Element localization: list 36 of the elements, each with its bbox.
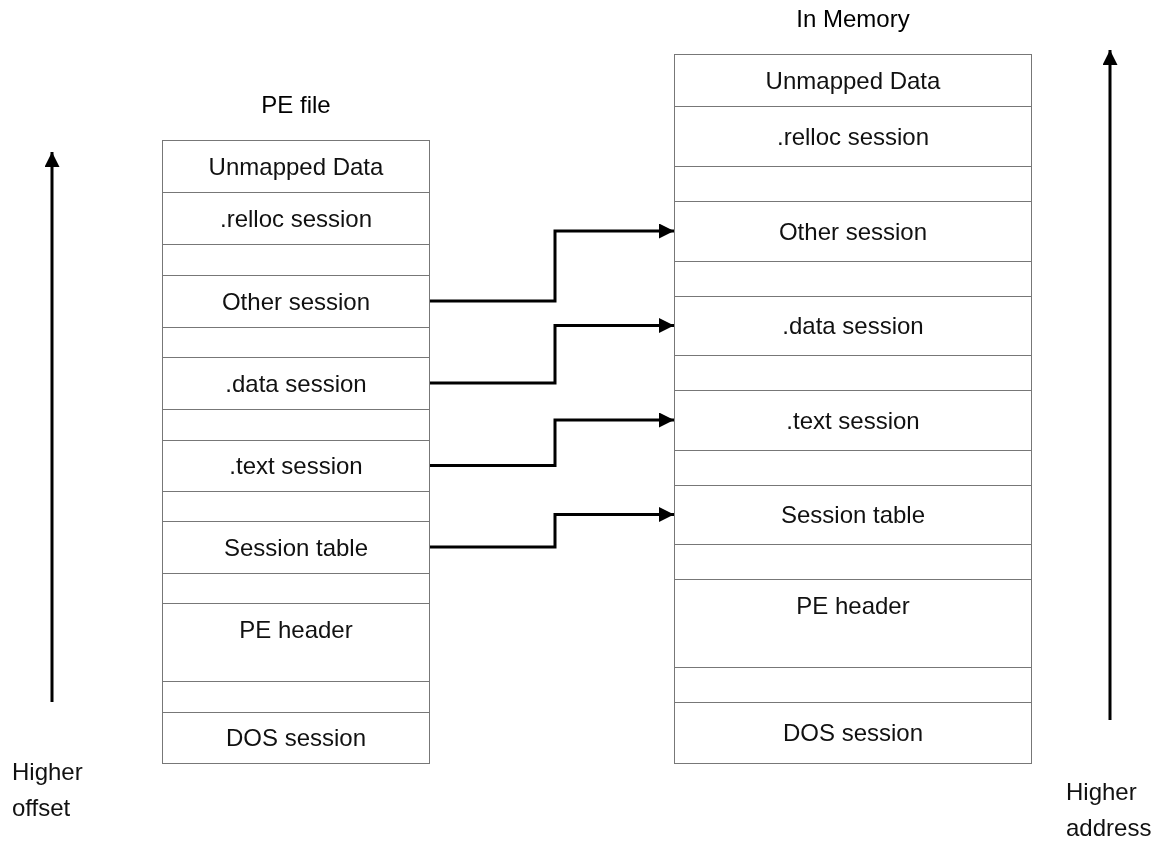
memory-section: .text session xyxy=(162,440,430,492)
empty-section xyxy=(162,409,430,441)
memory-section: .data session xyxy=(162,357,430,410)
empty-section xyxy=(162,327,430,358)
axis-label: Higher address xyxy=(1066,777,1153,841)
column-heading: In Memory xyxy=(795,4,911,34)
empty-section xyxy=(162,681,430,713)
empty-section xyxy=(674,166,1032,202)
memory-section: .text session xyxy=(674,390,1032,451)
memory-section: DOS session xyxy=(162,712,430,764)
arrow xyxy=(430,318,674,385)
memory-section: PE header xyxy=(162,603,430,682)
memory-section: PE header xyxy=(674,579,1032,668)
arrow xyxy=(430,223,674,303)
memory-section: Unmapped Data xyxy=(162,140,430,193)
empty-section xyxy=(162,573,430,604)
memory-section: Session table xyxy=(162,521,430,574)
empty-section xyxy=(674,450,1032,486)
empty-section xyxy=(674,261,1032,297)
memory-section: Unmapped Data xyxy=(674,54,1032,107)
empty-section xyxy=(674,355,1032,391)
memory-section: .relloc session xyxy=(162,192,430,245)
axis-label: Higher offset xyxy=(12,757,84,823)
memory-section: Other session xyxy=(674,201,1032,262)
memory-section: .relloc session xyxy=(674,106,1032,167)
empty-section xyxy=(162,244,430,276)
memory-section: .data session xyxy=(674,296,1032,356)
empty-section xyxy=(674,667,1032,703)
empty-section xyxy=(162,491,430,522)
arrow xyxy=(430,412,674,467)
arrow xyxy=(430,507,674,549)
column-heading: PE file xyxy=(260,90,332,120)
empty-section xyxy=(674,544,1032,580)
memory-section: Other session xyxy=(162,275,430,328)
memory-section: Session table xyxy=(674,485,1032,545)
memory-section: DOS session xyxy=(674,702,1032,764)
